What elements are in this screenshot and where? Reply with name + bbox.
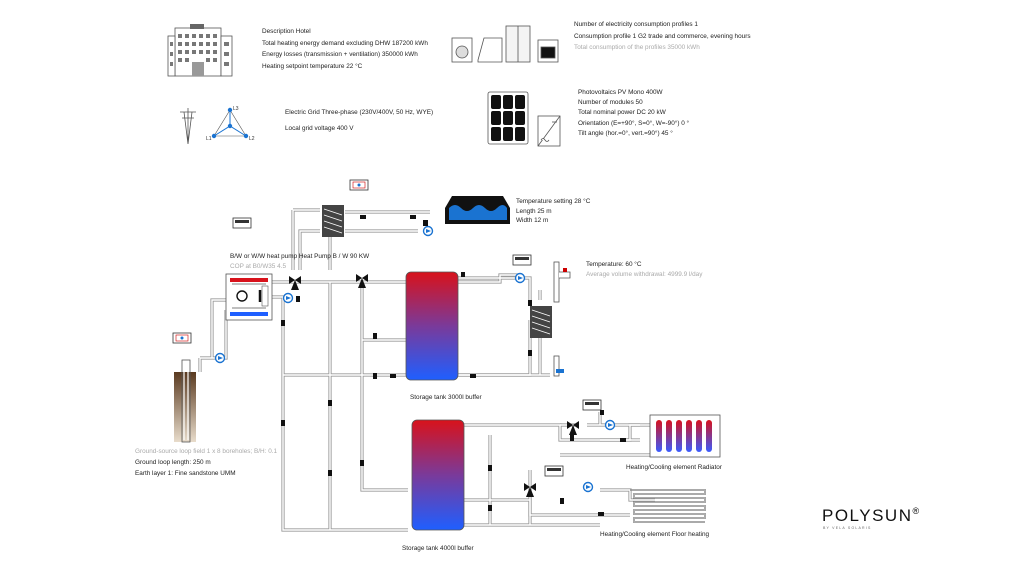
pv-orientation: Orientation (E=+90°, S=0°, W=-90°) 0 ° bbox=[578, 119, 690, 127]
phase-label-l3: L3 bbox=[233, 106, 239, 112]
pv-model: Photovoltaics PV Mono 400W bbox=[578, 89, 663, 96]
grid-type: Electric Grid Three-phase (230V/400V, 50… bbox=[285, 109, 434, 116]
pump-icon bbox=[604, 419, 616, 431]
pool-info: Temperature setting 28 °C Length 25 m Wi… bbox=[516, 197, 590, 226]
dhw-withdrawal: Average volume withdrawal: 4999.9 l/day bbox=[586, 271, 703, 278]
radiator-icon bbox=[649, 414, 721, 458]
electricity-info: Number of electricity consumption profil… bbox=[574, 19, 751, 54]
hotel-energy-losses: Energy losses (transmission + ventilatio… bbox=[262, 51, 418, 58]
inverter-icon bbox=[537, 115, 561, 147]
pump-icon bbox=[422, 225, 434, 237]
phase-label-l1: L1 bbox=[206, 136, 212, 142]
hot-water-tap-icon bbox=[553, 261, 571, 377]
pv-info: Photovoltaics PV Mono 400W Number of mod… bbox=[578, 88, 689, 139]
ground-earth-layer: Earth layer 1: Fine sandstone UMM bbox=[135, 470, 236, 477]
hotel-setpoint: Heating setpoint temperature 22 °C bbox=[262, 62, 363, 70]
radiator-label: Heating/Cooling element Radiator bbox=[626, 464, 722, 471]
mixing-valve-icon bbox=[289, 276, 301, 290]
pv-modules: Number of modules 50 bbox=[578, 99, 643, 107]
electricity-total: Total consumption of the profiles 35000 … bbox=[574, 44, 700, 51]
borehole-icon bbox=[174, 359, 196, 443]
storage-tank-4000l bbox=[411, 419, 465, 531]
hotel-title: Description Hotel bbox=[262, 28, 311, 35]
display-controller-icon bbox=[582, 399, 602, 411]
pump-icon bbox=[282, 292, 294, 304]
controller-icon bbox=[172, 332, 192, 344]
mixing-valve-icon bbox=[524, 483, 536, 497]
dhw-temperature: Temperature: 60 °C bbox=[586, 261, 642, 268]
pump-icon bbox=[214, 352, 226, 364]
phase-label-l2: L2 bbox=[249, 136, 255, 142]
pump-icon bbox=[582, 481, 594, 493]
display-controller-icon bbox=[232, 217, 252, 229]
hotel-building-icon bbox=[167, 24, 233, 77]
heat-exchanger-icon bbox=[530, 306, 552, 338]
heat-pump-cop: COP at B0/W35 4.5 bbox=[230, 263, 287, 270]
grid-info: Electric Grid Three-phase (230V/400V, 50… bbox=[285, 107, 433, 134]
sensor-icon bbox=[423, 220, 604, 415]
hotel-heating-demand: Total heating energy demand excluding DH… bbox=[262, 39, 428, 47]
display-controller-icon bbox=[544, 465, 564, 477]
grid-voltage: Local grid voltage 400 V bbox=[285, 124, 354, 132]
electricity-profile-1: Consumption profile 1 G2 trade and comme… bbox=[574, 32, 751, 40]
storage-tank-3000l bbox=[405, 271, 459, 381]
tank2-label: Storage tank 4000l buffer bbox=[402, 545, 474, 552]
pv-panel-icon bbox=[487, 91, 529, 145]
pump-icon bbox=[514, 272, 526, 284]
pv-tilt: Tilt angle (hor.=0°, vert.=90°) 45 ° bbox=[578, 129, 673, 137]
heat-exchanger-icon bbox=[322, 205, 344, 237]
heat-pump-info: B/W or W/W heat pump Heat Pump B / W 90 … bbox=[230, 252, 369, 272]
polysun-logo: POLYSUN® BY VELA SOLARIS bbox=[822, 506, 919, 530]
mixing-valve-icon bbox=[567, 421, 579, 435]
electricity-appliances-icon bbox=[451, 25, 559, 63]
pool-temperature: Temperature setting 28 °C bbox=[516, 198, 591, 205]
brand-registered-mark: ® bbox=[912, 506, 920, 516]
swimming-pool-icon bbox=[445, 196, 510, 224]
dhw-info: Temperature: 60 °C Average volume withdr… bbox=[586, 260, 702, 280]
tank1-label: Storage tank 3000l buffer bbox=[410, 394, 482, 401]
power-pylon-icon bbox=[180, 108, 196, 145]
display-controller-icon bbox=[512, 254, 532, 266]
ground-field: Ground-source loop field 1 x 8 boreholes… bbox=[135, 448, 278, 455]
ground-info: Ground-source loop field 1 x 8 boreholes… bbox=[135, 446, 277, 479]
electricity-profiles-count: Number of electricity consumption profil… bbox=[574, 21, 698, 28]
hotel-info: Description Hotel Total heating energy d… bbox=[262, 26, 428, 72]
heat-pump-model: B/W or W/W heat pump Heat Pump B / W 90 … bbox=[230, 253, 370, 260]
pool-width: Width 12 m bbox=[516, 217, 549, 224]
pv-power: Total nominal power DC 20 kW bbox=[578, 109, 666, 117]
brand-name: POLYSUN bbox=[822, 506, 913, 525]
controller-icon bbox=[349, 179, 369, 191]
pipe-couplers bbox=[281, 215, 626, 516]
ground-loop-length: Ground loop length: 250 m bbox=[135, 459, 211, 466]
pool-length: Length 25 m bbox=[516, 207, 552, 215]
brand-tagline: BY VELA SOLARIS bbox=[823, 526, 872, 530]
heat-pump-icon bbox=[225, 273, 273, 321]
three-phase-wye-icon: L1 L2 L3 bbox=[206, 106, 255, 142]
floor-heating-label: Heating/Cooling element Floor heating bbox=[600, 531, 710, 538]
mixing-valve-icon bbox=[356, 274, 368, 288]
